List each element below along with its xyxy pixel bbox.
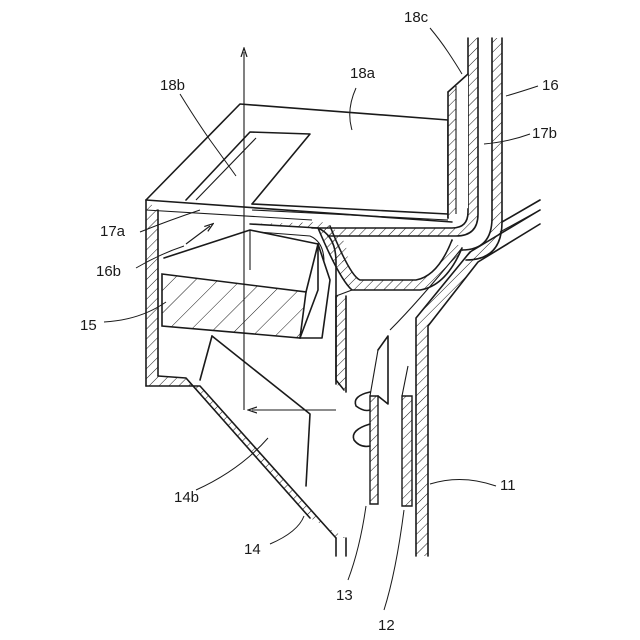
label-14: 14 bbox=[244, 541, 261, 558]
label-12: 12 bbox=[378, 617, 395, 634]
label-13: 13 bbox=[336, 587, 353, 604]
label-18a: 18a bbox=[350, 65, 376, 82]
plates-12-13 bbox=[353, 336, 412, 506]
component-15 bbox=[162, 230, 330, 338]
label-16: 16 bbox=[542, 77, 559, 94]
label-15: 15 bbox=[80, 317, 97, 334]
opening-18b bbox=[186, 132, 448, 220]
label-11: 11 bbox=[500, 477, 516, 494]
label-18c: 18c bbox=[404, 9, 429, 26]
label-18b: 18b bbox=[160, 77, 185, 94]
label-17a: 17a bbox=[100, 223, 126, 240]
label-16b: 16b bbox=[96, 263, 121, 280]
label-14b: 14b bbox=[174, 489, 199, 506]
flap-18c bbox=[448, 74, 468, 218]
label-17b: 17b bbox=[532, 125, 557, 142]
duct-16 bbox=[312, 38, 540, 260]
